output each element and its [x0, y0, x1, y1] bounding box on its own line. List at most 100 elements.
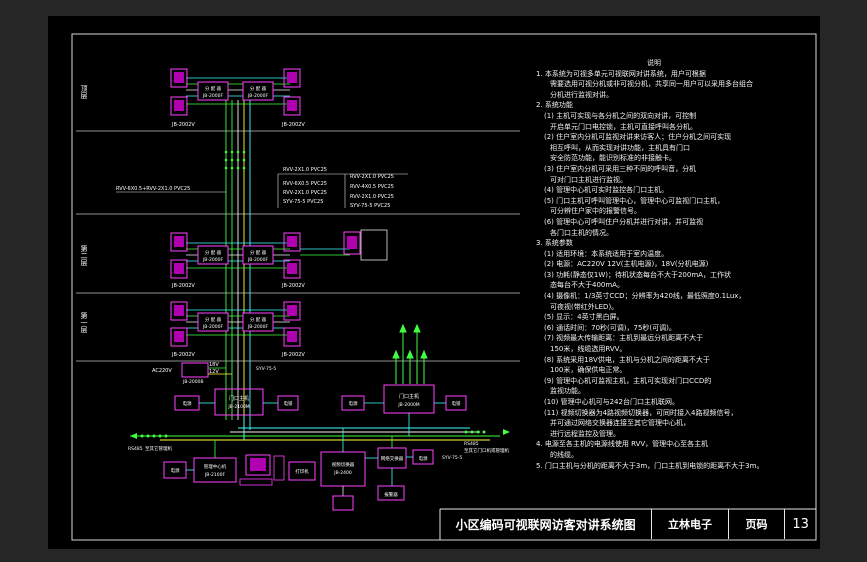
svg-text:RS485: RS485 [128, 446, 143, 452]
notes-line: (5) 显示：4英寸黑白屏。 [544, 313, 624, 322]
floor-label-second: 第二层 [80, 244, 88, 267]
svg-text:JB-2400: JB-2400 [333, 470, 352, 476]
svg-text:SYV-75-5 PVC25: SYV-75-5 PVC25 [283, 199, 323, 205]
notes-line: 可分辨住户家中的报警信号。 [550, 207, 641, 216]
svg-text:JB-2000F: JB-2000F [202, 324, 223, 330]
notes-line: (6) 管理中心可呼叫住户分机并进行对讲，并可监视 [544, 217, 704, 226]
svg-text:RS485: RS485 [464, 441, 479, 447]
notes-line: 监视功能。 [550, 387, 585, 396]
svg-text:RVV-2X1.0 PVC25: RVV-2X1.0 PVC25 [283, 167, 327, 173]
svg-text:RVV-2X1.0 PVC25: RVV-2X1.0 PVC25 [283, 190, 327, 196]
svg-text:至其它门口机或管理机: 至其它门口机或管理机 [464, 447, 509, 454]
svg-text:JB-2100F: JB-2100F [204, 472, 225, 478]
floor-label-first: 第一层 [80, 311, 88, 334]
floor-unit-top: 分 配 器 分 配 器 JB-2000F JB-2000F JB-2002V J… [170, 68, 305, 128]
svg-text:SYV-75-5 PVC25: SYV-75-5 PVC25 [350, 203, 390, 209]
management-row: 电源 管理中心机 JB-2100F 打印机 视频切换器 JB-2400 网络交换… [163, 428, 434, 511]
indoor-model-label: JB-2002V [171, 122, 195, 128]
floor-label-top: 顶层 [80, 85, 88, 100]
svg-text:JB-2000F: JB-2000F [247, 324, 268, 330]
power-supply-area: AC220V 18V 12V JB-2000B SYV-75-5 [152, 362, 276, 385]
svg-text:网络交换器: 网络交换器 [381, 455, 404, 462]
svg-text:电锁: 电锁 [452, 400, 461, 407]
svg-text:JB-2002V: JB-2002V [281, 283, 305, 289]
svg-text:报警器: 报警器 [384, 491, 398, 498]
svg-text:电源: 电源 [171, 467, 180, 474]
svg-text:SYV-75-5: SYV-75-5 [442, 455, 462, 461]
notes-heading: 说明 [647, 59, 661, 67]
notes-line: (1) 主机可实现与各分机之间的双向对讲，可控制 [544, 111, 697, 120]
cable-callouts: RVV-2X1.0 PVC25 RVV-6X0.5 PVC25 RVV-2X1.… [116, 167, 408, 209]
svg-text:门口主机: 门口主机 [399, 393, 419, 400]
trunk-markers [224, 150, 246, 170]
notes-line: (10) 管理中心机可与242台门口主机联网。 [544, 398, 679, 406]
svg-text:RVV-2X1.0 PVC25: RVV-2X1.0 PVC25 [350, 174, 394, 180]
svg-text:门口主机: 门口主机 [229, 395, 249, 402]
svg-text:JB-2002V: JB-2002V [171, 352, 195, 358]
svg-text:12V: 12V [209, 369, 219, 375]
svg-text:电锁: 电锁 [284, 400, 293, 407]
svg-text:JB-2000F: JB-2000F [247, 93, 268, 99]
notes-line: (7) 视频最大传输距离：主机到最远分机距离不大于 [544, 334, 704, 343]
drawing-name: 小区编码可视联网访客对讲系统图 [455, 517, 636, 532]
svg-text:RVV-2X1.0 PVC25: RVV-2X1.0 PVC25 [350, 194, 394, 200]
notes-line: (6) 通话时间：70秒(可调)，75秒(可调)。 [544, 323, 676, 332]
page-number: 13 [784, 509, 816, 539]
svg-text:分 配 器: 分 配 器 [250, 85, 267, 92]
svg-text:JB-2002V: JB-2002V [281, 352, 305, 358]
notes-line: 可夜视(带红外LED)。 [550, 302, 619, 311]
notes-line: 相互呼叫，从而实现对讲功能，主机具有门口 [550, 143, 690, 152]
notes-line: (3) 住户室内分机可采用三种不同的呼叫音，分机 [544, 164, 697, 173]
notes-line: 进行远程监控及管理。 [550, 429, 620, 438]
svg-text:JB-2100M: JB-2100M [227, 404, 249, 410]
notes-line: (1) 适用环境：本系统适用于室内温度。 [544, 249, 669, 258]
notes-line: (8) 系统采用18V供电，主机与分机之间的距离不大于 [544, 355, 710, 364]
svg-text:分 配 器: 分 配 器 [205, 85, 222, 92]
notes-line: 各门口主机的情况。 [550, 228, 613, 237]
notes-line: (2) 住户室内分机可监视对讲来访客人；住户分机之间可实现 [544, 133, 732, 142]
notes-line: (2) 电源：AC220V 12V(主机电源)，18V(分机电源) [544, 260, 709, 269]
notes-line: 4. 电源至各主机的电源线使用 RVV，管理中心至各主机 [536, 440, 709, 449]
notes-line: 100米，确保供电正常。 [550, 366, 627, 375]
notes-line: 5. 门口主机与分机的距离不大于3m，门口主机到电锁的距离不大于3m。 [536, 461, 764, 470]
svg-text:电源: 电源 [183, 400, 192, 407]
notes-line: 态每台不大于400mA。 [550, 281, 624, 290]
svg-text:JB-2002V: JB-2002V [171, 283, 195, 289]
svg-text:打印机: 打印机 [295, 468, 309, 475]
svg-text:分 配 器: 分 配 器 [205, 316, 222, 323]
notes-line: 3. 系统参数 [536, 239, 573, 248]
svg-text:18V: 18V [209, 362, 219, 368]
horizontal-bus: RS485 至其它管理机 RS485 至其它门口机或管理机 SYV-75-5 [128, 413, 510, 461]
svg-text:视频切换器: 视频切换器 [332, 461, 355, 468]
notes-line: 1. 本系统为可视多单元可视联网对讲系统，用户可根据 [536, 69, 706, 78]
notes-line: (5) 门口主机可呼叫管理中心，管理中心可监视门口主机， [544, 196, 725, 205]
notes-line: (9) 管理中心机可监视主机，主机可实现对门口CCD的 [544, 376, 712, 385]
svg-text:至其它管理机: 至其它管理机 [145, 445, 172, 452]
notes-line: (4) 摄像机：1/3英寸CCD；分辨率为420线，最低照度0.1Lux， [544, 292, 746, 301]
svg-text:电源: 电源 [349, 400, 358, 407]
notes-line: 的线缆。 [550, 450, 578, 459]
notes-line: (4) 管理中心机可实时监控各门口主机。 [544, 186, 669, 195]
svg-text:电源: 电源 [419, 455, 428, 462]
notes-line: 150米，线缆选用RVV。 [550, 345, 627, 354]
door-station-row: 门口主机 JB-2100M 电源 电锁 门口主机 JB-2000M 电源 电锁 [174, 323, 467, 416]
svg-text:RVV-6X0.5+RVV-2X1.0 PVC25: RVV-6X0.5+RVV-2X1.0 PVC25 [116, 186, 190, 192]
svg-text:JB-2000B: JB-2000B [182, 379, 204, 385]
indoor-model-label: JB-2002V [281, 122, 305, 128]
drawing-frame [71, 33, 817, 541]
svg-text:RVV-6X0.5 PVC25: RVV-6X0.5 PVC25 [283, 181, 327, 187]
notes-line: 开启单元门口电控锁，主机可直接呼叫各分机。 [550, 122, 697, 131]
notes-line: 可对门口主机进行监视。 [550, 175, 627, 184]
svg-text:JB-2000M: JB-2000M [397, 402, 419, 408]
svg-text:分 配 器: 分 配 器 [250, 316, 267, 323]
svg-text:管理中心机: 管理中心机 [204, 463, 227, 470]
floor-unit-first: 分 配 器 分 配 器 JB-2000F JB-2000F JB-2002V J… [170, 301, 305, 358]
notes-line: (11) 视频切换器为4路视频切换器，可同时接入4路视频信号， [544, 408, 738, 417]
notes-line: 分机进行监视对讲。 [550, 90, 613, 99]
notes-panel: 说明 1. 本系统为可视多单元可视联网对讲系统，用户可根据 需要选用可视分机或非… [536, 58, 812, 478]
svg-text:JB-2000F: JB-2000F [247, 257, 268, 263]
notes-line: 需要选用可视分机或非可视分机，共享同一用户可以采用多台组合 [550, 80, 753, 89]
svg-text:RVV-4X0.5 PVC25: RVV-4X0.5 PVC25 [350, 184, 394, 190]
svg-text:分 配 器: 分 配 器 [205, 249, 222, 256]
